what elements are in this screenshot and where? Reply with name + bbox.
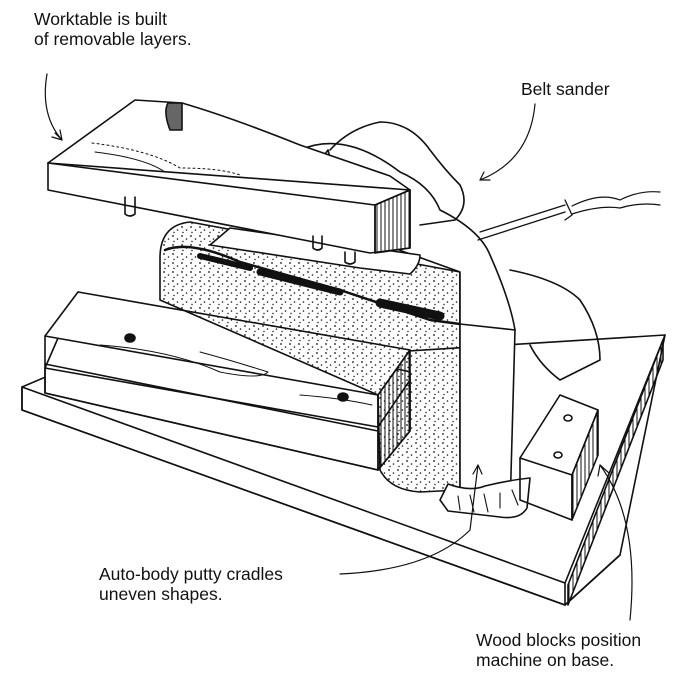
callout-wood-blocks-line1: Wood blocks position [476,630,642,650]
worktable [48,100,410,264]
callout-putty: Auto-body putty cradles uneven shapes. [99,564,283,604]
callout-wood-blocks: Wood blocks position machine on base. [476,630,641,670]
callout-worktable: Worktable is built of removable layers. [34,9,192,49]
sanding-belt [160,222,460,492]
leader-lines [45,74,632,620]
callout-belt-sander: Belt sander [521,79,610,99]
callout-putty-line1: Auto-body putty cradles [99,564,283,584]
leader-blocks [600,465,632,620]
callout-putty-line2: uneven shapes. [99,584,223,604]
callout-wood-blocks-line2: machine on base. [476,650,615,670]
leader-belt-sander [480,104,535,180]
callout-belt-sander-line1: Belt sander [521,79,610,99]
callout-worktable-line1: Worktable is built [34,9,167,29]
leader-putty [340,465,478,574]
callout-worktable-line2: of removable layers. [34,29,192,49]
wood-block [520,395,598,520]
